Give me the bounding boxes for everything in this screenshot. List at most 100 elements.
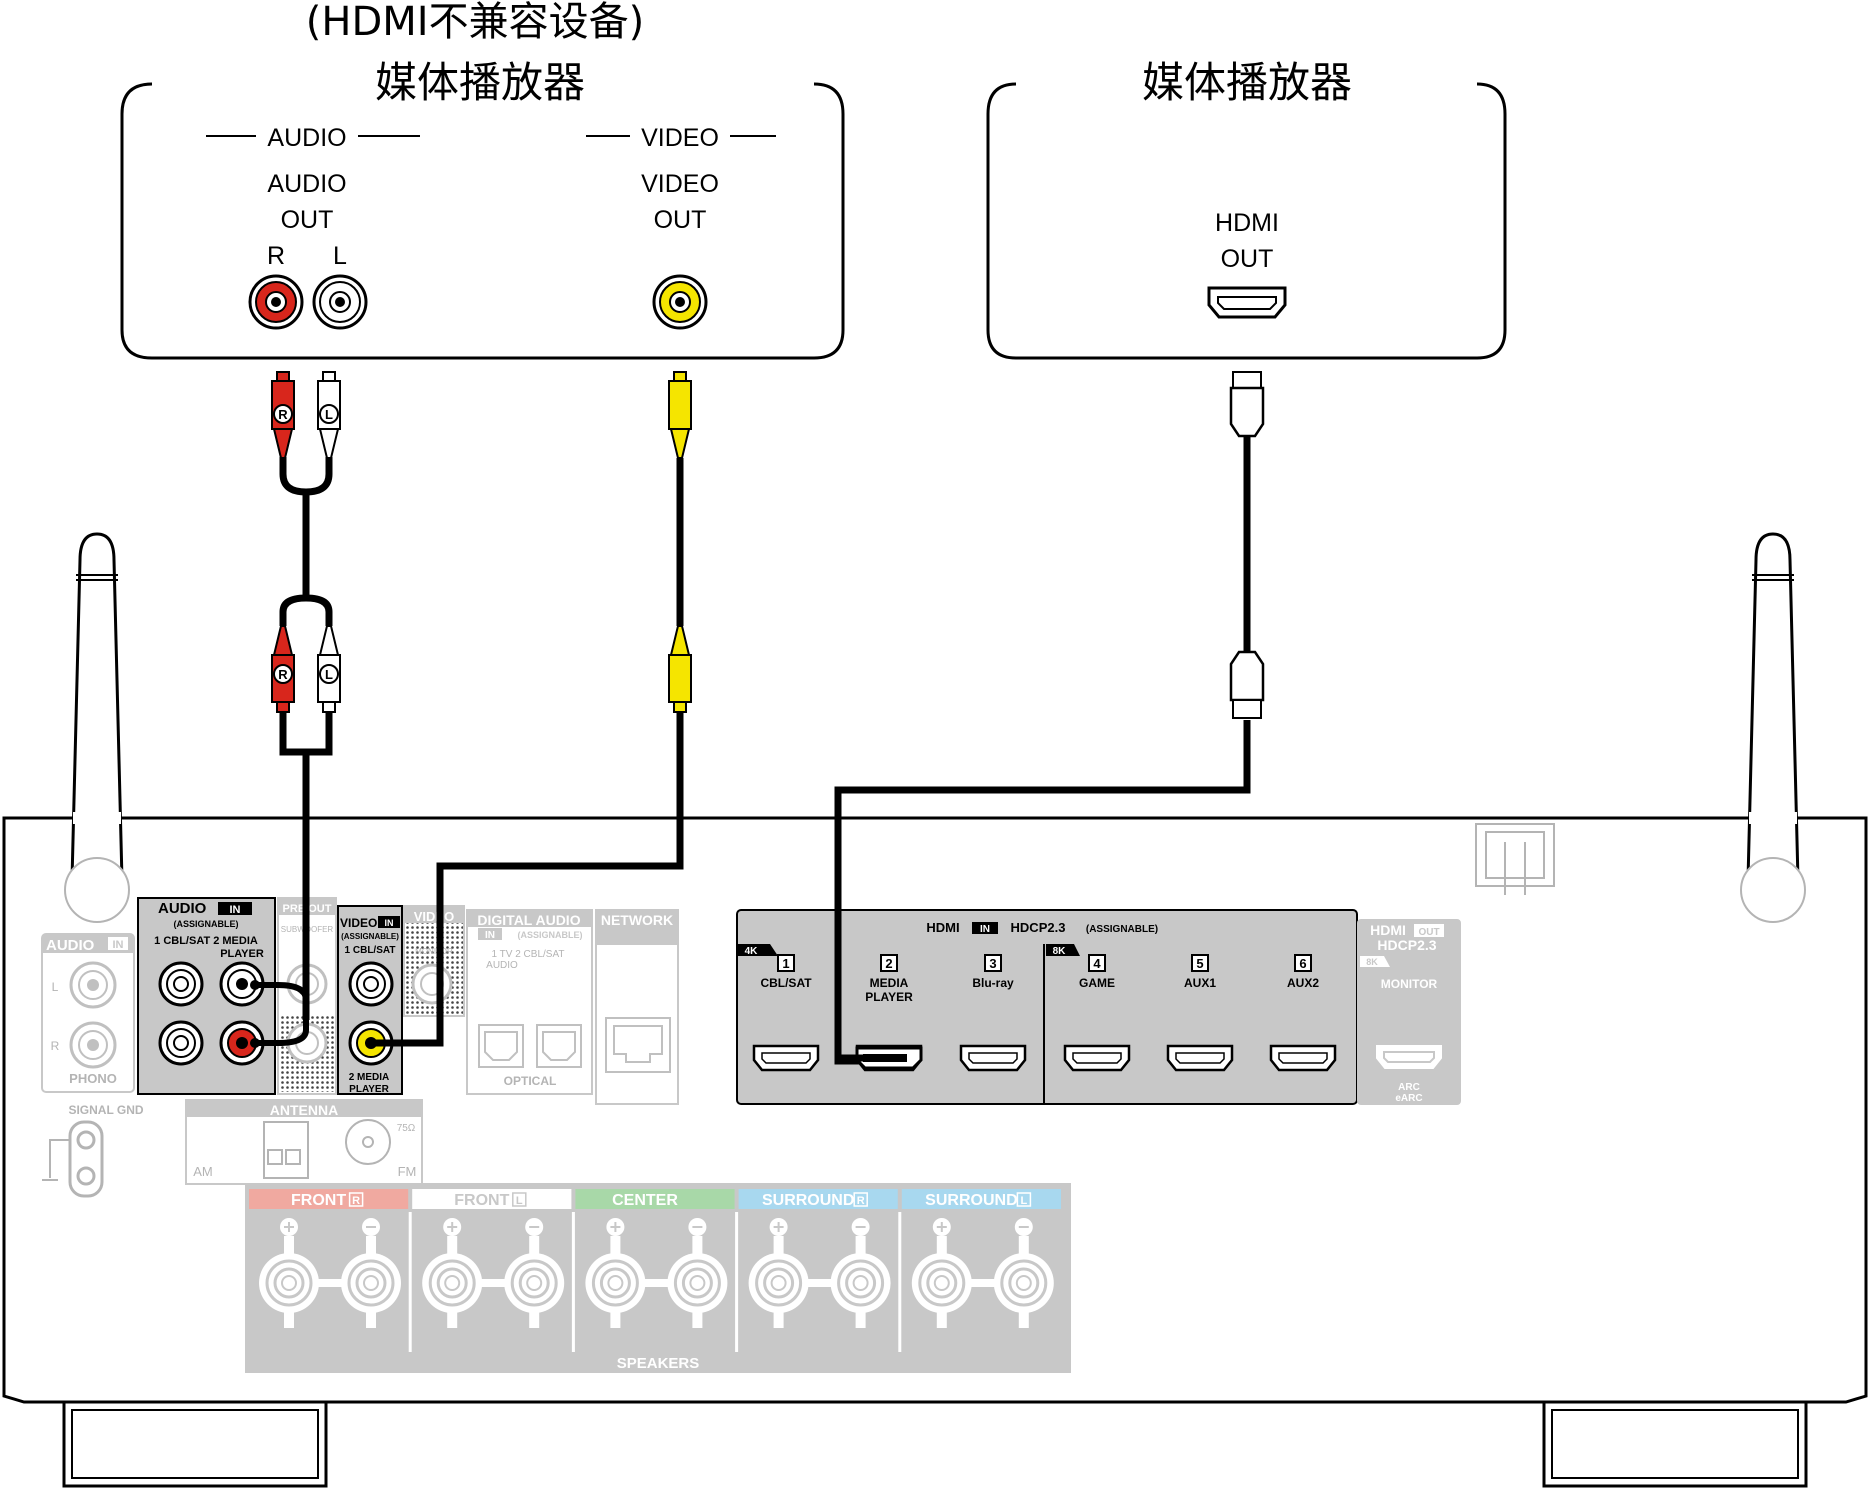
speaker-terminal-plus[interactable]	[748, 1218, 809, 1328]
optical-label: OPTICAL	[504, 1074, 557, 1088]
optical-inputs: 1 TV 2 CBL/SAT	[492, 949, 565, 960]
video-cable	[372, 371, 692, 1047]
left-device-title-line1: (HDMI不兼容设备)	[306, 0, 644, 45]
right-device-title: 媒体播放器	[1142, 58, 1352, 107]
hdmi-input-name-line2: PLAYER	[865, 990, 913, 1004]
audio-out-label-2: OUT	[281, 206, 334, 234]
video-in-1-jack[interactable]	[348, 961, 394, 1007]
plug-l-label-bottom: L	[325, 667, 333, 682]
hdmi-out-monitor-label: HDMI	[1370, 922, 1406, 938]
hdmi-input-name: AUX1	[1184, 976, 1216, 990]
video-out-monitor: MONITOR	[415, 947, 453, 956]
video-in-assignable: (ASSIGNABLE)	[341, 932, 399, 941]
speaker-terminal-plus[interactable]	[585, 1218, 646, 1328]
hdmi-out-hdcp: HDCP2.3	[1377, 937, 1436, 953]
video-out-label-1: VIDEO	[641, 170, 719, 198]
speaker-terminal-plus[interactable]	[422, 1218, 483, 1328]
am-label: AM	[193, 1164, 213, 1179]
plug-r-label-bottom: R	[278, 667, 288, 682]
hdmi-input-number: 2	[885, 956, 892, 971]
rca-plug-l-bottom: L	[317, 625, 341, 713]
source-device-right: 媒体播放器 HDMI OUT	[986, 58, 1507, 360]
source-device-left: (HDMI不兼容设备) 媒体播放器 AUDIO VIDEO AUDIO OUT …	[120, 0, 845, 360]
signal-gnd-label: SIGNAL GND	[68, 1103, 143, 1117]
optical-audio: AUDIO	[486, 960, 518, 971]
video-in-input2-2: PLAYER	[349, 1084, 389, 1095]
hdmi-in-port-3[interactable]	[959, 1044, 1027, 1072]
earc-label: eARC	[1395, 1093, 1422, 1104]
receiver-foot-right	[1542, 1400, 1808, 1488]
hdmi-out-label-2: OUT	[1221, 245, 1274, 273]
hdmi-input-name: GAME	[1079, 976, 1115, 990]
hdmi-out-panel: HDMI OUT HDCP2.3 8K MONITOR ARC eARC	[1357, 919, 1461, 1105]
audio-in-1-r-jack[interactable]	[158, 1020, 204, 1066]
video-in-input2-1: 2 MEDIA	[349, 1072, 390, 1083]
audio-in-inputs: 1 CBL/SAT 2 MEDIA	[154, 935, 258, 947]
hdmi-in-hdcp: HDCP2.3	[1011, 920, 1066, 935]
hdmi-cable	[834, 371, 1265, 1065]
hdmi-input-number: 6	[1299, 956, 1306, 971]
hdmi-in-port-5[interactable]	[1166, 1044, 1234, 1072]
speaker-terminal-minus[interactable]	[667, 1218, 728, 1328]
plug-l-label-top: L	[325, 407, 333, 422]
hdmi-out-port[interactable]	[1207, 286, 1287, 319]
ohm-label: 75Ω	[397, 1123, 416, 1134]
digital-audio-label: DIGITAL AUDIO	[477, 912, 580, 928]
phono-r-label: R	[51, 1039, 60, 1053]
phono-l-label: L	[52, 980, 59, 994]
speaker-group-label: SURROUND	[925, 1192, 1017, 1209]
speaker-terminal-minus[interactable]	[504, 1218, 565, 1328]
hdmi-in-port-1[interactable]	[752, 1044, 820, 1072]
antenna-terminal-panel: ANTENNA AM FM 75Ω	[185, 1099, 423, 1185]
ac-inlet	[1475, 823, 1555, 895]
audio-cable: R L R L	[250, 371, 341, 1048]
video-in-panel: VIDEO IN (ASSIGNABLE) 1 CBL/SAT 2 MEDIA …	[337, 905, 403, 1095]
receiver-foot-left	[62, 1400, 328, 1488]
rca-plug-r-top: R	[271, 371, 295, 459]
left-device-title-line2: 媒体播放器	[375, 58, 585, 107]
video-out-label-2: OUT	[654, 206, 707, 234]
digital-audio-panel: DIGITAL AUDIO IN (ASSIGNABLE) 1 TV 2 CBL…	[466, 909, 593, 1095]
audio-in-label: AUDIO	[158, 900, 207, 917]
left-device-outline	[120, 82, 845, 360]
phono-label: PHONO	[69, 1071, 117, 1086]
video-out-jack[interactable]	[652, 274, 708, 330]
speaker-terminal-minus[interactable]	[341, 1218, 401, 1328]
hdmi-in-port-4[interactable]	[1063, 1044, 1131, 1072]
hdmi-plug-top	[1229, 371, 1265, 438]
phono-in-badge: IN	[113, 939, 124, 951]
hdmi-input-number: 1	[782, 956, 789, 971]
speaker-terminal-minus[interactable]	[830, 1218, 891, 1328]
speaker-group-label: SURROUND	[762, 1192, 854, 1209]
right-device-outline	[986, 82, 1507, 360]
hdmi-out-8k: 8K	[1366, 957, 1378, 967]
speaker-group-label: CENTER	[612, 1192, 678, 1209]
cables: R L R L	[250, 371, 1265, 1065]
digital-audio-in-badge: IN	[485, 930, 495, 941]
phono-block: AUDIO IN L R PHONO	[41, 933, 135, 1093]
plug-r-label-top: R	[278, 407, 288, 422]
hdmi-in-port-6[interactable]	[1269, 1044, 1337, 1072]
audio-out-l-jack[interactable]	[312, 274, 368, 330]
audio-out-r-jack[interactable]	[248, 274, 304, 330]
video-in-badge: IN	[385, 918, 394, 928]
hdmi-in-badge: IN	[980, 924, 990, 935]
hdmi-plug-inserted	[841, 1046, 923, 1070]
speakers-label: SPEAKERS	[617, 1355, 700, 1372]
badge-4k: 4K	[745, 946, 759, 957]
speaker-terminal-plus[interactable]	[259, 1218, 319, 1328]
speaker-terminal-minus[interactable]	[993, 1218, 1054, 1328]
hdmi-in-header: HDMI	[926, 920, 959, 935]
audio-in-panel: AUDIO IN (ASSIGNABLE) 1 CBL/SAT 2 MEDIA …	[137, 897, 276, 1095]
network-panel: NETWORK	[595, 909, 679, 1105]
speaker-terminal-plus[interactable]	[911, 1218, 972, 1328]
digital-audio-assignable: (ASSIGNABLE)	[518, 930, 583, 940]
group-audio-label: AUDIO	[267, 124, 346, 152]
audio-in-1-l-jack[interactable]	[158, 961, 204, 1007]
